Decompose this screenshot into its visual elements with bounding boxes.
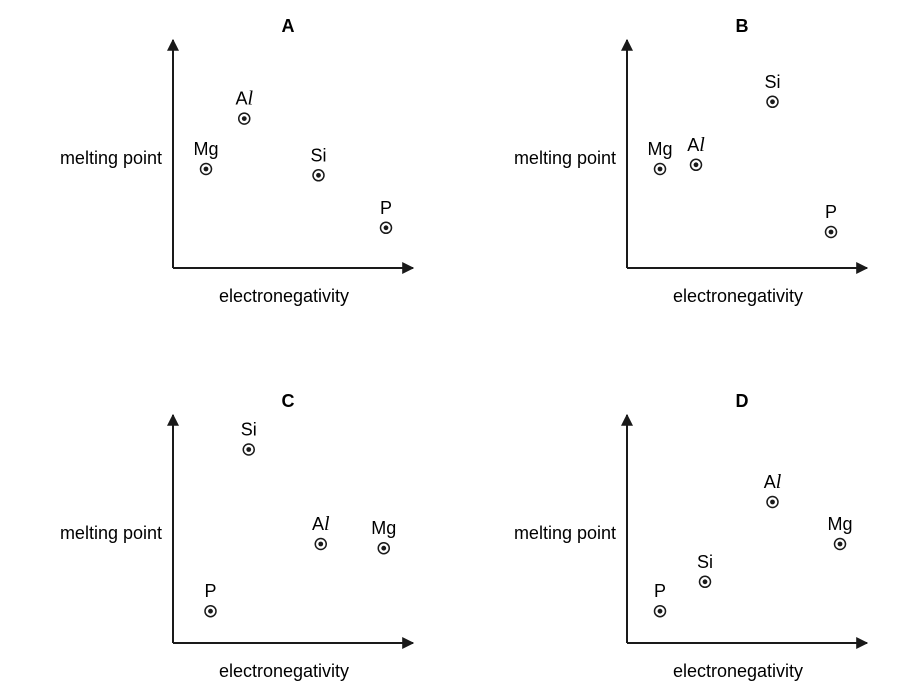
chart-title: C: [282, 391, 295, 411]
y-axis-label: melting point: [514, 148, 616, 168]
point-marker-dot: [657, 166, 663, 172]
point-marker-dot: [381, 545, 387, 551]
point-label: Al: [687, 134, 705, 156]
point-label: Al: [312, 513, 330, 535]
point-label: P: [654, 581, 666, 601]
x-axis-label: electronegativity: [673, 661, 803, 681]
point-marker-dot: [208, 608, 213, 614]
data-point-mg: Mg: [647, 139, 673, 176]
data-point-p: P: [379, 198, 393, 235]
data-point-al: Al: [687, 134, 705, 172]
data-point-mg: Mg: [193, 139, 219, 176]
y-axis-label: melting point: [514, 523, 616, 543]
data-point-al: Al: [764, 471, 782, 509]
data-point-si: Si: [310, 145, 327, 182]
point-marker-dot: [693, 162, 699, 168]
data-point-al: Al: [312, 513, 330, 551]
point-label: Si: [310, 145, 326, 165]
data-point-p: P: [824, 202, 838, 239]
point-label: Si: [697, 552, 713, 572]
chart-title: B: [736, 16, 749, 36]
point-marker-dot: [657, 608, 663, 614]
data-point-p: P: [204, 581, 217, 618]
point-label: Mg: [193, 139, 218, 159]
data-point-mg: Mg: [371, 518, 396, 555]
point-marker-dot: [241, 116, 247, 121]
point-marker-dot: [828, 229, 834, 235]
point-marker-dot: [770, 99, 775, 105]
x-axis-label: electronegativity: [219, 286, 349, 306]
y-axis-label: melting point: [60, 148, 162, 168]
x-axis-label: electronegativity: [219, 661, 349, 681]
chart-title: D: [736, 391, 749, 411]
point-marker-dot: [246, 447, 252, 452]
y-axis-label: melting point: [60, 523, 162, 543]
point-marker-dot: [316, 172, 321, 178]
point-marker-dot: [383, 225, 389, 231]
point-label: Si: [241, 420, 257, 440]
point-label: Si: [764, 72, 780, 92]
data-point-mg: Mg: [827, 514, 853, 551]
data-point-si: Si: [697, 552, 713, 589]
point-label: Mg: [647, 139, 672, 159]
point-marker-dot: [702, 579, 708, 585]
point-marker-dot: [318, 541, 324, 547]
data-point-p: P: [653, 581, 667, 618]
x-axis-label: electronegativity: [673, 286, 803, 306]
point-marker-dot: [837, 541, 843, 547]
chart-title: A: [282, 16, 295, 36]
point-label: Al: [235, 88, 253, 110]
point-label: Mg: [827, 514, 852, 534]
point-marker-dot: [203, 166, 209, 172]
point-label: P: [204, 581, 216, 601]
point-label: Al: [764, 471, 782, 493]
point-label: P: [380, 198, 392, 218]
point-marker-dot: [770, 499, 775, 505]
data-point-si: Si: [241, 420, 257, 456]
point-label: P: [825, 202, 837, 222]
data-point-al: Al: [235, 88, 253, 125]
data-point-si: Si: [764, 72, 781, 109]
point-label: Mg: [371, 518, 396, 538]
